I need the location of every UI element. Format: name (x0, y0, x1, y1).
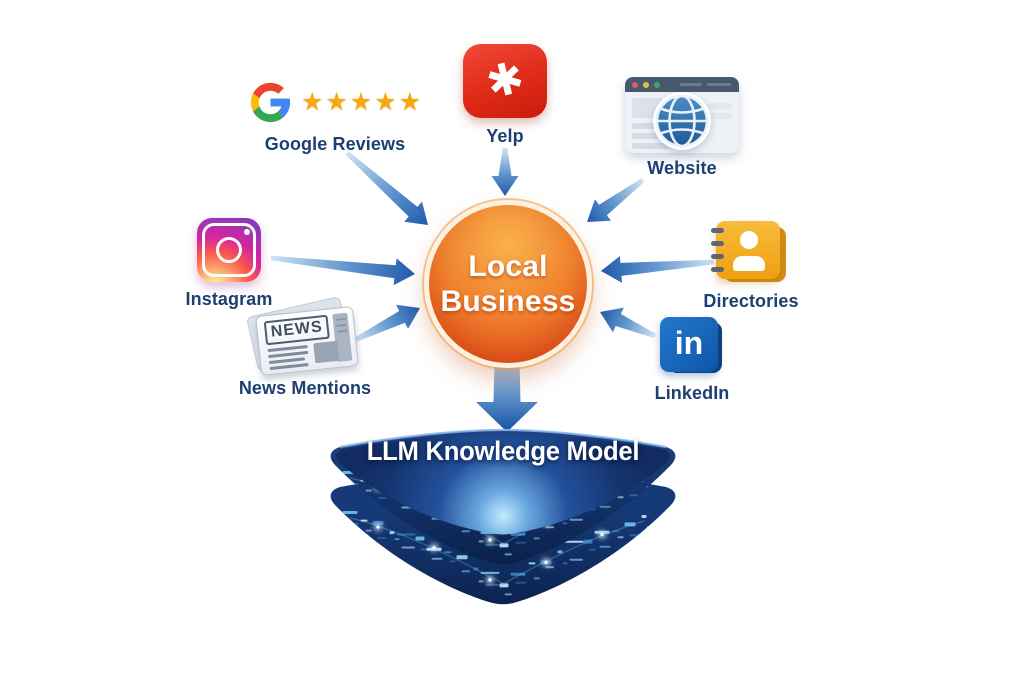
source-google-reviews: ★★★★★ Google Reviews (243, 76, 427, 155)
instagram-camera-icon (197, 218, 261, 282)
flow-arrow-instagram-to-local-business (270, 255, 415, 286)
linkedin-badge: in (660, 317, 718, 372)
source-directories: Directories (691, 221, 811, 312)
directories-label: Directories (703, 291, 799, 311)
camera-frame (202, 223, 256, 277)
google-g-icon (250, 82, 291, 122)
local-business-node: Local Business (424, 200, 592, 368)
linkedin-in-glyph: in (674, 324, 704, 361)
circuit-pattern-top (342, 471, 652, 556)
local-business-label-line2: Business (440, 285, 576, 318)
source-website: Website (622, 77, 742, 179)
content-text-line (632, 143, 678, 149)
content-text-line (687, 103, 732, 109)
flow-arrow-yelp-to-local-business (491, 148, 519, 196)
source-news-mentions: NEWS News Mentions (238, 295, 372, 399)
circuit-pattern-bottom (342, 511, 652, 596)
llm-layer-bottom (330, 470, 676, 605)
flow-arrow-local-business-to-llm-knowledge-model (476, 360, 538, 432)
five-star-rating-icon: ★★★★★ (300, 87, 424, 116)
flow-arrow-google-reviews-to-local-business (345, 151, 428, 225)
linkedin-label: LinkedIn (654, 383, 730, 403)
camera-flash-dot-icon (244, 229, 250, 235)
newspaper-icon: NEWS (245, 295, 362, 376)
linkedin-icon: in (660, 317, 724, 375)
person-icon (740, 231, 758, 249)
website-label: Website (647, 158, 717, 178)
instagram-label: Instagram (185, 289, 273, 309)
spiral-binding-icon (711, 254, 724, 259)
titlebar-dash (707, 83, 731, 86)
spiral-binding-icon (711, 267, 724, 272)
window-dot-red-icon (632, 81, 638, 88)
window-dot-yellow-icon (643, 81, 649, 88)
address-book-icon (711, 221, 787, 283)
spiral-binding-icon (711, 228, 724, 233)
spiral-binding-icon (711, 241, 724, 246)
browser-window-icon (625, 77, 739, 153)
local-business-label-line1: Local (468, 250, 548, 283)
llm-model-label: LLM Knowledge Model (366, 436, 640, 466)
google-reviews-label: Google Reviews (264, 134, 406, 154)
google-reviews-icon-row: ★★★★★ (243, 76, 427, 128)
window-dot-green-icon (654, 81, 660, 88)
source-linkedin: in LinkedIn (632, 317, 752, 404)
newspaper-text-line (269, 362, 309, 371)
globe-icon (653, 92, 711, 150)
book-cover (711, 221, 780, 279)
newspaper-photo-block (313, 340, 340, 364)
yelp-burst-icon: ✱ (481, 52, 529, 109)
newspaper-front-page: NEWS (255, 306, 359, 376)
yelp-icon: ✱ (463, 44, 547, 118)
yelp-label: Yelp (486, 126, 524, 146)
source-instagram: Instagram (169, 218, 289, 310)
source-yelp: ✱ Yelp (445, 44, 565, 147)
content-text-line (632, 133, 678, 139)
news-mentions-label: News Mentions (238, 378, 372, 398)
titlebar-dash (680, 83, 702, 86)
camera-lens-icon (216, 237, 242, 263)
person-icon (733, 256, 765, 271)
flow-arrow-website-to-local-business (587, 178, 645, 222)
news-headline: NEWS (263, 314, 330, 346)
browser-titlebar (625, 77, 739, 92)
